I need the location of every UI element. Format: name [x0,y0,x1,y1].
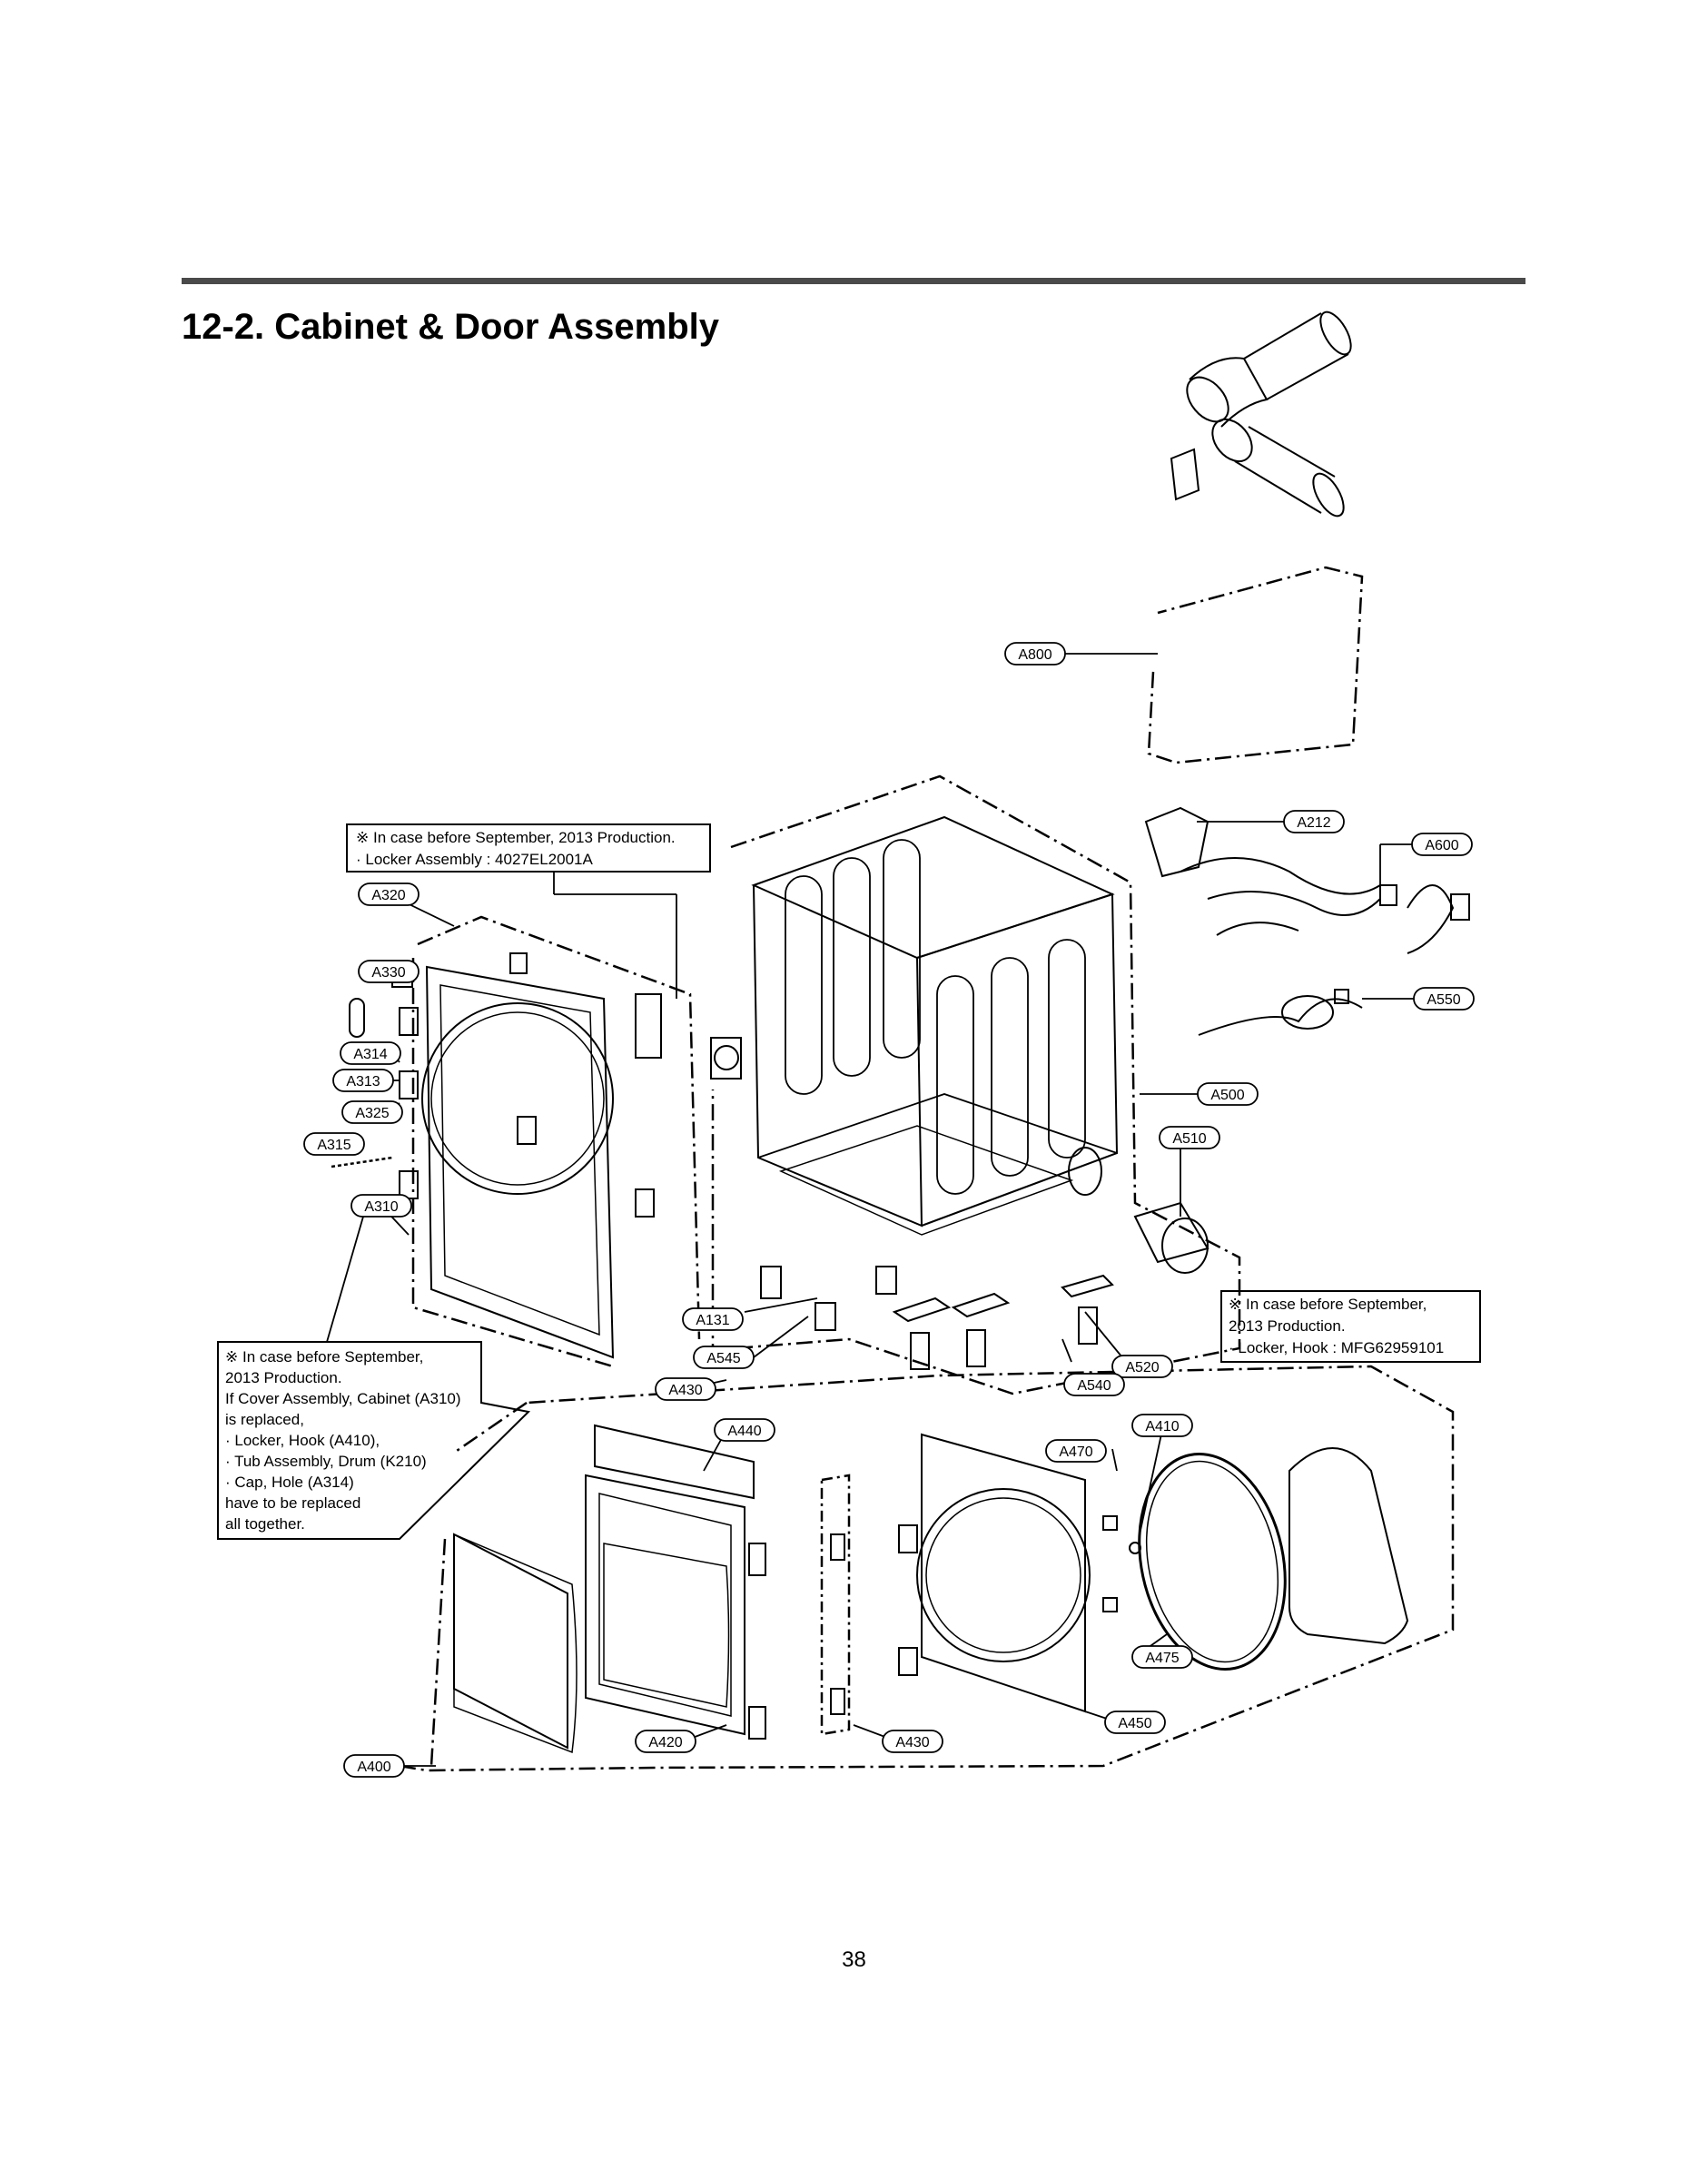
svg-text:A540: A540 [1077,1378,1111,1394]
svg-text:A470: A470 [1059,1444,1092,1460]
svg-text:A315: A315 [317,1138,350,1153]
note-locker-hook-line3: · Locker, Hook : MFG62959101 [1229,1339,1444,1356]
svg-text:A600: A600 [1425,838,1458,853]
label-a600: A600 [1411,833,1473,856]
note-locker-hook-line1: ※ In case before September, [1229,1296,1427,1313]
note-locker-hook: ※ In case before September, 2013 Product… [1229,1296,1444,1356]
note-cover-line6: · Tub Assembly, Drum (K210) [225,1453,427,1470]
label-a410: A410 [1131,1414,1193,1437]
page-number: 38 [842,1947,866,1972]
note-cover-line5: · Locker, Hook (A410), [225,1432,380,1449]
note-cover-line7: · Cap, Hole (A314) [225,1474,354,1491]
note-cover-line1: ※ In case before September, [225,1348,423,1366]
note-locker-assembly-line2: · Locker Assembly : 4027EL2001A [356,851,593,868]
label-a545: A545 [693,1346,755,1369]
label-a313: A313 [332,1069,394,1092]
label-a500: A500 [1197,1082,1259,1106]
leader-lines [326,653,1421,1767]
svg-text:A450: A450 [1118,1716,1151,1731]
label-a520: A520 [1111,1355,1173,1378]
svg-text:A510: A510 [1172,1131,1206,1147]
label-a475: A475 [1131,1645,1193,1669]
svg-text:A325: A325 [355,1106,389,1121]
note-cover-line9: all together. [225,1515,305,1533]
header-rule [182,278,1525,284]
note-cover-line3: If Cover Assembly, Cabinet (A310) [225,1390,461,1407]
note-cover-line2: 2013 Production. [225,1369,342,1386]
svg-text:A410: A410 [1145,1419,1179,1435]
note-box-locker-hook [1220,1290,1481,1363]
label-a131: A131 [682,1307,744,1331]
label-a430-top: A430 [655,1377,716,1401]
svg-text:A420: A420 [648,1735,682,1750]
note-locker-assembly-line1: ※ In case before September, 2013 Product… [356,829,676,846]
label-a314: A314 [340,1041,401,1065]
page-title: 12-2. Cabinet & Door Assembly [182,307,720,347]
label-a330: A330 [358,960,420,983]
svg-text:A212: A212 [1297,815,1330,831]
svg-text:A545: A545 [706,1351,740,1366]
wiring-harness-group [1144,806,1470,1036]
svg-text:A800: A800 [1018,647,1051,663]
note-locker-assembly: ※ In case before September, 2013 Product… [356,829,676,868]
note-cover-assembly: ※ In case before September, 2013 Product… [225,1348,461,1533]
note-locker-hook-line2: 2013 Production. [1229,1317,1346,1335]
svg-text:A520: A520 [1125,1360,1159,1375]
label-a540: A540 [1063,1373,1125,1396]
svg-text:A440: A440 [727,1424,761,1439]
svg-text:A430: A430 [895,1735,929,1750]
label-a550: A550 [1413,987,1475,1011]
label-a315: A315 [303,1132,365,1156]
svg-text:A430: A430 [668,1383,702,1398]
svg-text:A475: A475 [1145,1651,1179,1666]
svg-text:A400: A400 [357,1760,390,1775]
svg-text:A500: A500 [1210,1088,1244,1103]
note-box-locker-assembly [346,823,711,873]
label-a440: A440 [714,1418,775,1442]
door-group [399,1365,1455,1772]
svg-text:A330: A330 [371,965,405,981]
svg-text:A320: A320 [371,888,405,903]
label-a470: A470 [1045,1439,1107,1463]
note-cover-line8: have to be replaced [225,1494,360,1512]
svg-text:A550: A550 [1427,992,1460,1008]
part-labels: A800 A212 A600 A550 A500 A510 A320 A330 … [303,642,1475,1778]
duct-kit-group [1147,311,1364,764]
label-a212: A212 [1283,810,1345,833]
note-box-cover-assembly [217,1341,531,1540]
front-panel-group [331,915,701,1368]
svg-text:A313: A313 [346,1074,380,1090]
label-a800: A800 [1004,642,1066,666]
label-a400: A400 [343,1754,405,1778]
cabinet-group [710,774,1241,1395]
label-a310: A310 [350,1194,412,1218]
svg-text:A131: A131 [696,1313,729,1328]
label-a510: A510 [1159,1126,1220,1149]
svg-text:A310: A310 [364,1199,398,1215]
note-cover-line4: is replaced, [225,1411,304,1428]
svg-text:A314: A314 [353,1047,387,1062]
label-a325: A325 [341,1100,403,1124]
label-a420: A420 [635,1730,696,1753]
label-a430-bottom: A430 [882,1730,943,1753]
label-a450: A450 [1104,1711,1166,1734]
label-a320: A320 [358,882,420,906]
